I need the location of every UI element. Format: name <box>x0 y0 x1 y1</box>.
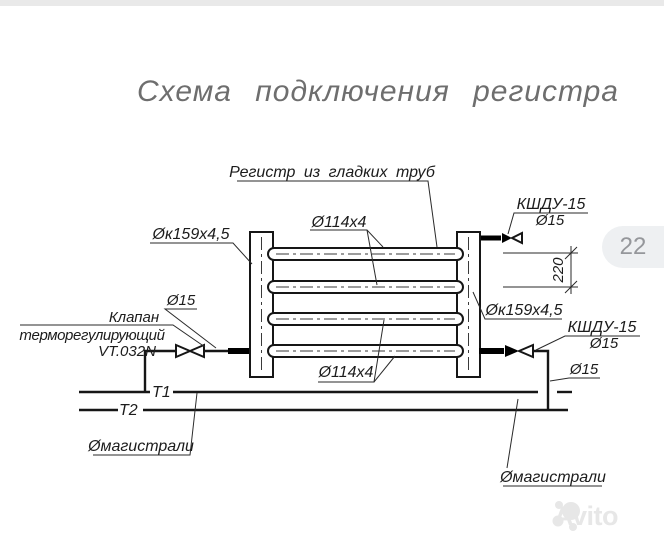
ball-valve-bottom-icon <box>516 343 534 359</box>
valve-top-name: КШДУ-15 <box>517 196 586 213</box>
valve-top-leader <box>507 212 588 235</box>
thermo-valve-icon <box>187 343 205 359</box>
right-riser-pipe <box>533 349 550 410</box>
t1-label: Т1 <box>152 384 171 401</box>
header-right-leader <box>472 291 562 320</box>
ball-valve-top-icon <box>502 233 512 243</box>
pipes-bottom-leader-2 <box>373 355 396 383</box>
riser-right-label: Ø15 <box>569 361 599 378</box>
riser-right-leader <box>549 377 600 382</box>
thermo-valve-leader <box>20 324 206 348</box>
dimension-220: 220 <box>503 246 578 294</box>
ball-valve-top-icon <box>509 231 523 245</box>
pipes-top-leader-1 <box>310 229 384 248</box>
thermo-valve-label-line2: терморегулирующий <box>19 327 165 344</box>
main-right-label: Øмагистрали <box>499 469 606 486</box>
register-label: Регистр из гладких труб <box>229 164 436 181</box>
thermo-valve-label-line1: Клапан <box>109 309 159 326</box>
valve-top-dn: Ø15 <box>535 212 565 229</box>
register-body <box>249 231 481 378</box>
diagram-labels: Регистр из гладких труб Øк159х4,5 Ø114х4… <box>19 164 636 486</box>
leader-lines <box>20 180 640 487</box>
thermo-valve-label-line3: VT.032N <box>98 343 156 360</box>
pipes-top-leader-2 <box>366 229 378 286</box>
supply-left-label: Ø15 <box>166 292 196 309</box>
top-right-valve-assembly <box>481 231 523 245</box>
main-left-leader <box>93 392 198 456</box>
valve-bottom-dn: Ø15 <box>589 335 619 352</box>
t2-label: Т2 <box>119 402 138 419</box>
header-left-label: Øк159х4,5 <box>152 226 230 243</box>
pipes-top-label: Ø114х4 <box>311 214 367 231</box>
left-riser-pipe <box>143 349 176 392</box>
page-number-badge: 22 <box>602 226 664 268</box>
valve-bottom-name: КШДУ-15 <box>568 319 637 336</box>
main-left-label: Øмагистрали <box>87 438 194 455</box>
main-right-leader <box>506 398 519 469</box>
dim-220-value: 220 <box>550 257 567 284</box>
left-circuit <box>143 343 252 392</box>
header-right-label: Øк159х4,5 <box>485 302 563 319</box>
photo-edge-strip <box>0 0 664 6</box>
header-left-leader <box>150 242 253 265</box>
valve-bottom-leader <box>535 335 640 351</box>
page-number: 22 <box>619 233 647 260</box>
thermo-valve-icon <box>175 343 193 359</box>
dim-tick-bottom <box>564 280 578 294</box>
supply-left-leader <box>163 308 217 349</box>
main-lines: Т1 Т2 <box>79 384 572 419</box>
dim-tick-top <box>564 246 578 260</box>
ball-valve-bottom-icon <box>505 345 519 357</box>
register-label-leader <box>237 180 438 248</box>
right-circuit <box>479 343 550 410</box>
avito-watermark: Avito <box>552 496 664 536</box>
pipes-bottom-label: Ø114х4 <box>318 364 374 381</box>
diagram-title: Схема подключения регистра <box>137 75 619 108</box>
avito-logo-icon <box>552 501 580 531</box>
